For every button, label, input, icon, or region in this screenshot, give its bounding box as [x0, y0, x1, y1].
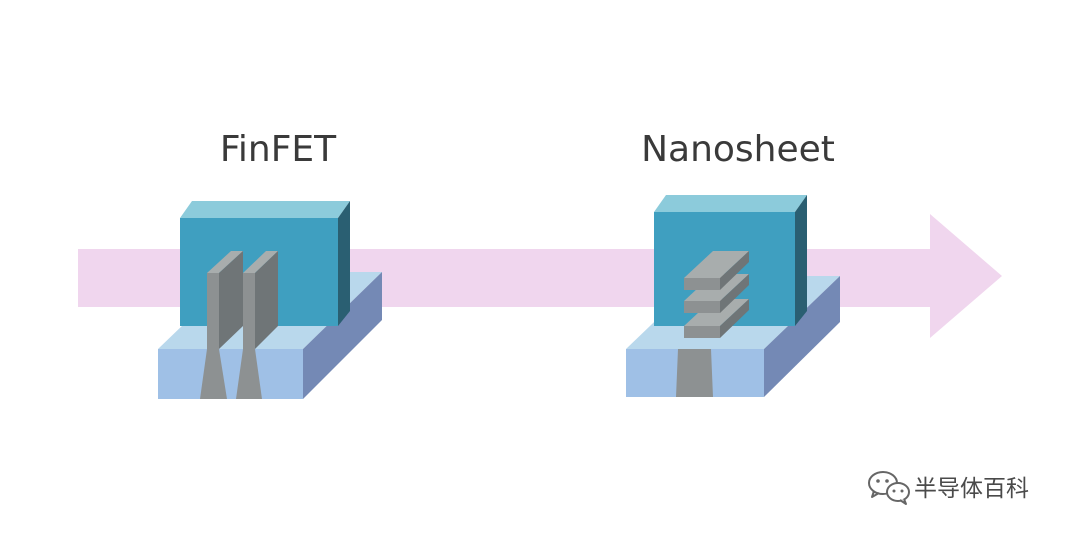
- nanosheet-title: Nanosheet: [641, 129, 835, 170]
- wechat-icon: [868, 471, 910, 505]
- nanosheet-sheet-1-side: [720, 251, 749, 290]
- finfet-fin-1-top: [207, 251, 243, 273]
- watermark-text: 半导体百科: [914, 476, 1029, 502]
- finfet-title: FinFET: [220, 129, 337, 170]
- finfet-device: [158, 201, 382, 399]
- finfet-gate-side: [338, 201, 350, 326]
- nanosheet-gate-top: [654, 195, 807, 212]
- finfet-fin-2: [236, 251, 278, 399]
- finfet-fin-1-base: [200, 349, 227, 399]
- finfet-fin-1-front: [207, 273, 219, 349]
- nanosheet-sheet-2-side: [720, 274, 749, 313]
- nanosheet-device: [626, 195, 840, 397]
- finfet-gate-top: [180, 201, 350, 218]
- nanosheet-sheet-3-side: [720, 299, 749, 338]
- finfet-fin-2-front: [243, 273, 255, 349]
- nanosheet-substrate-side: [764, 276, 840, 397]
- finfet-substrate-side: [303, 272, 382, 399]
- nanosheet-sheet-2-front: [684, 301, 720, 313]
- finfet-fin-2-side: [255, 251, 278, 349]
- nanosheet-channel-base: [676, 349, 713, 397]
- finfet-substrate-front: [158, 349, 303, 399]
- watermark: 半导体百科: [868, 471, 1029, 505]
- nanosheet-sheet-3-front: [684, 326, 720, 338]
- finfet-fin-1-side: [219, 251, 243, 349]
- nanosheet-sheet-1-front: [684, 278, 720, 290]
- finfet-fin-1: [200, 251, 243, 399]
- nanosheet-gate-side: [795, 195, 807, 326]
- nanosheet-sheet-1-top: [684, 251, 749, 278]
- finfet-fin-2-top: [243, 251, 278, 273]
- nanosheet-sheet-1: [684, 251, 749, 290]
- finfet-fin-2-base: [236, 349, 262, 399]
